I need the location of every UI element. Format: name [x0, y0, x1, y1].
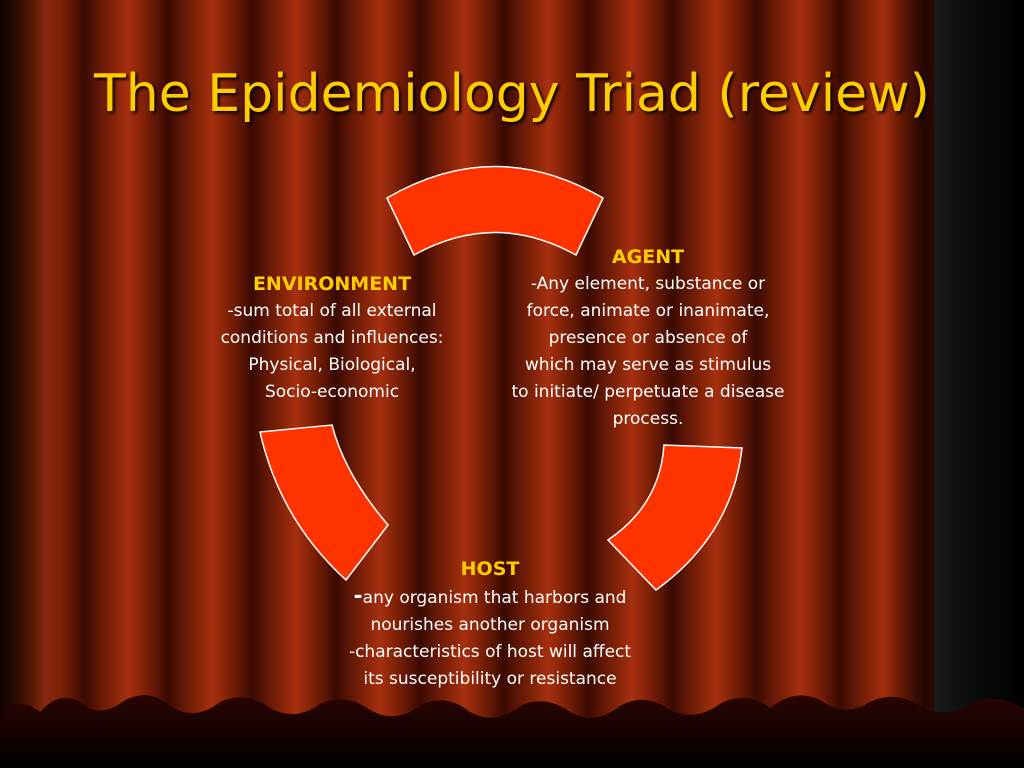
agent-line: to initiate/ perpetuate a disease	[511, 382, 785, 402]
agent-line: force, animate or inanimate,	[526, 301, 770, 321]
host-line: -any organism that harbors and	[305, 583, 675, 612]
agent-block: AGENT -Any element, substance or force, …	[478, 243, 818, 433]
host-line: nourishes another organism	[370, 615, 610, 635]
host-block: HOST -any organism that harbors and nour…	[305, 555, 675, 693]
arc-top	[386, 165, 604, 257]
environment-heading: ENVIRONMENT	[252, 273, 412, 295]
environment-line: Physical, Biological,	[248, 355, 416, 375]
agent-heading: AGENT	[611, 246, 685, 268]
agent-line: process.	[612, 409, 684, 429]
host-first-dash: -	[353, 584, 363, 609]
host-heading: HOST	[460, 558, 520, 580]
host-line: -characteristics of host will affect	[348, 642, 632, 662]
environment-line: Socio-economic	[264, 382, 400, 402]
environment-line: -sum total of all external	[227, 301, 437, 321]
arc-left	[259, 424, 389, 582]
host-line: its susceptibility or resistance	[363, 669, 617, 689]
curtain-hem-shape	[0, 695, 1024, 768]
environment-line: conditions and influences:	[220, 328, 444, 348]
arc-right	[606, 444, 743, 591]
curtain-right-panel	[934, 0, 1024, 768]
agent-line: -Any element, substance or	[530, 274, 766, 294]
slide-title: The Epidemiology Triad (review)	[94, 64, 930, 124]
environment-block: ENVIRONMENT -sum total of all external c…	[192, 270, 472, 406]
host-first-line-text: any organism that harbors and	[362, 588, 627, 608]
agent-line: which may serve as stimulus	[524, 355, 772, 375]
agent-line: presence or absence of	[548, 328, 748, 348]
